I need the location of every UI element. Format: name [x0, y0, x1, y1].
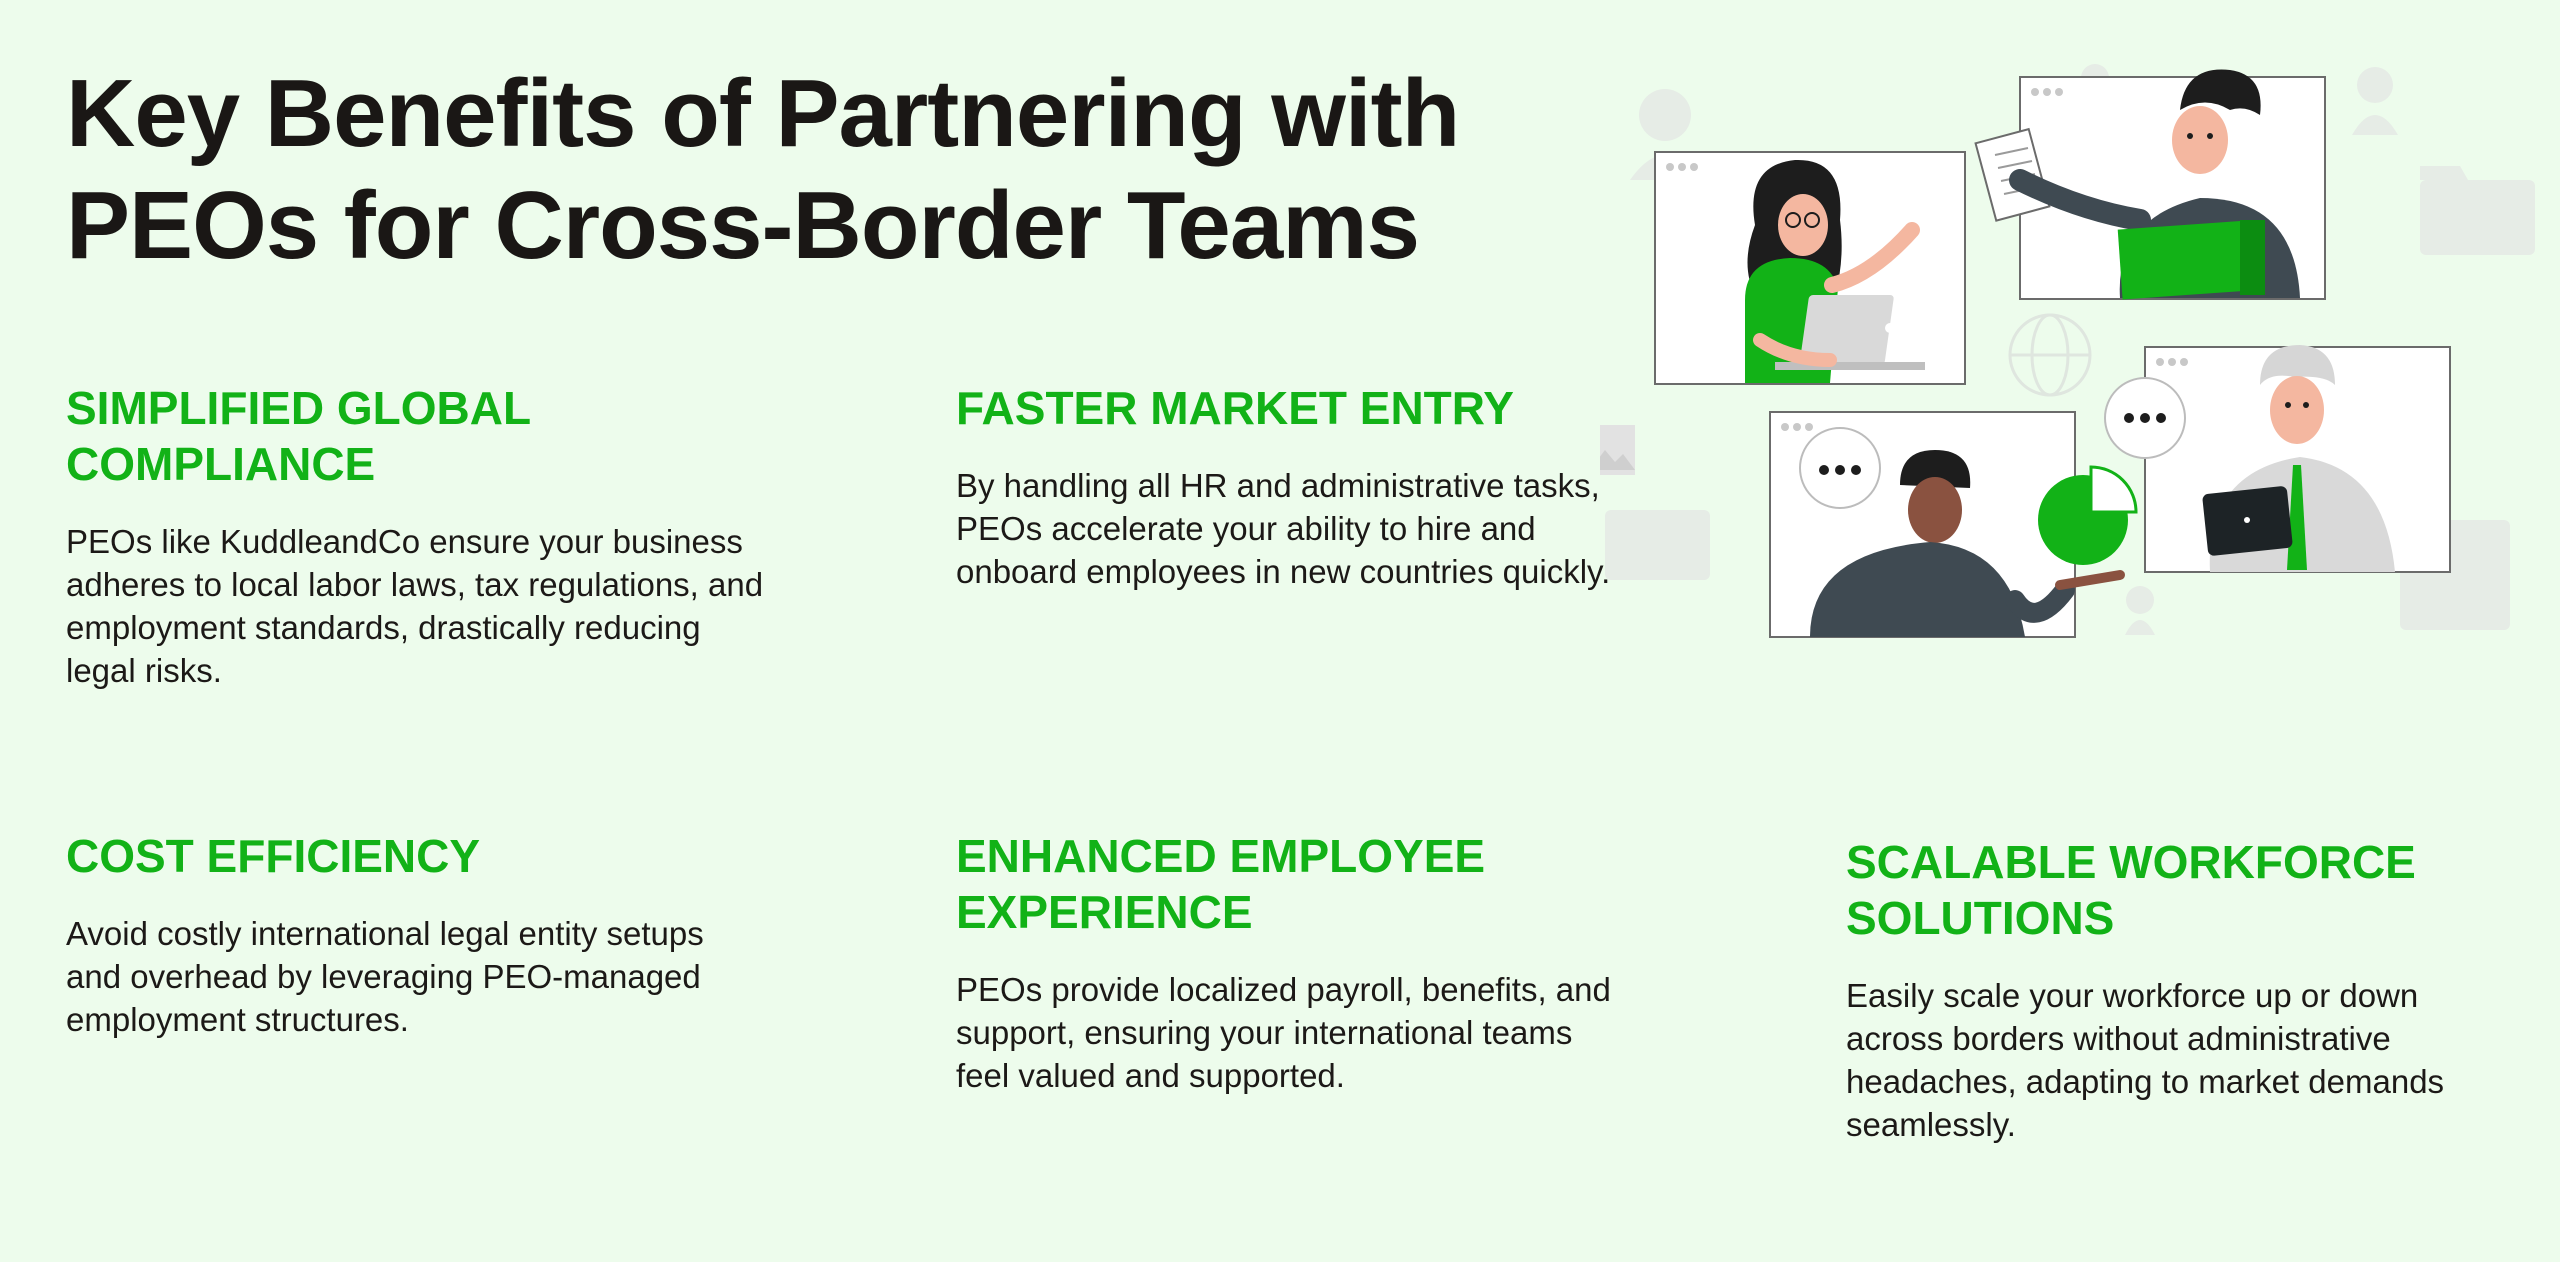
background-decor	[1605, 64, 2535, 635]
globe-icon	[2008, 313, 2092, 397]
benefit-heading: COST EFFICIENCY	[66, 830, 481, 882]
remote-team-illustration	[1600, 64, 2535, 638]
benefit-body: Easily scale your workforce up or down a…	[1846, 977, 2445, 1143]
title-line-2: PEOs for Cross-Border Teams	[66, 172, 1420, 279]
video-call-window-manager	[2104, 345, 2451, 573]
folder-icon	[2117, 220, 2265, 300]
video-call-window-woman	[1654, 151, 1966, 385]
chat-bubble-icon	[1799, 427, 1881, 509]
benefit-body: By handling all HR and administrative ta…	[956, 467, 1611, 590]
benefit-heading: SIMPLIFIED GLOBAL COMPLIANCE	[66, 382, 531, 490]
benefit-heading: FASTER MARKET ENTRY	[956, 382, 1514, 434]
benefit-body: Avoid costly international legal entity …	[66, 915, 704, 1038]
benefit-scalable-workforce-solutions: SCALABLE WORKFORCE SOLUTIONS Easily scal…	[1846, 834, 2506, 1146]
video-call-window-speaker	[1769, 411, 2138, 638]
pie-chart-icon	[2038, 465, 2138, 565]
image-icon	[1600, 425, 1635, 475]
benefit-enhanced-employee-experience: ENHANCED EMPLOYEE EXPERIENCE PEOs provid…	[956, 828, 1616, 1097]
video-call-window-man	[1974, 69, 2326, 300]
tablet-icon	[2202, 486, 2293, 556]
benefit-faster-market-entry: FASTER MARKET ENTRY By handling all HR a…	[956, 380, 1616, 593]
benefit-cost-efficiency: COST EFFICIENCY Avoid costly internation…	[66, 828, 766, 1041]
benefit-body: PEOs provide localized payroll, benefits…	[956, 971, 1611, 1094]
benefit-simplified-global-compliance: SIMPLIFIED GLOBAL COMPLIANCE PEOs like K…	[66, 380, 766, 692]
chat-bubble-icon	[2104, 377, 2186, 459]
title-line-1: Key Benefits of Partnering with	[66, 60, 1460, 167]
benefit-heading: ENHANCED EMPLOYEE EXPERIENCE	[956, 830, 1486, 938]
benefit-body: PEOs like KuddleandCo ensure your busine…	[66, 523, 764, 689]
page-title: Key Benefits of Partnering with PEOs for…	[66, 58, 1566, 282]
benefit-heading: SCALABLE WORKFORCE SOLUTIONS	[1846, 836, 2416, 944]
